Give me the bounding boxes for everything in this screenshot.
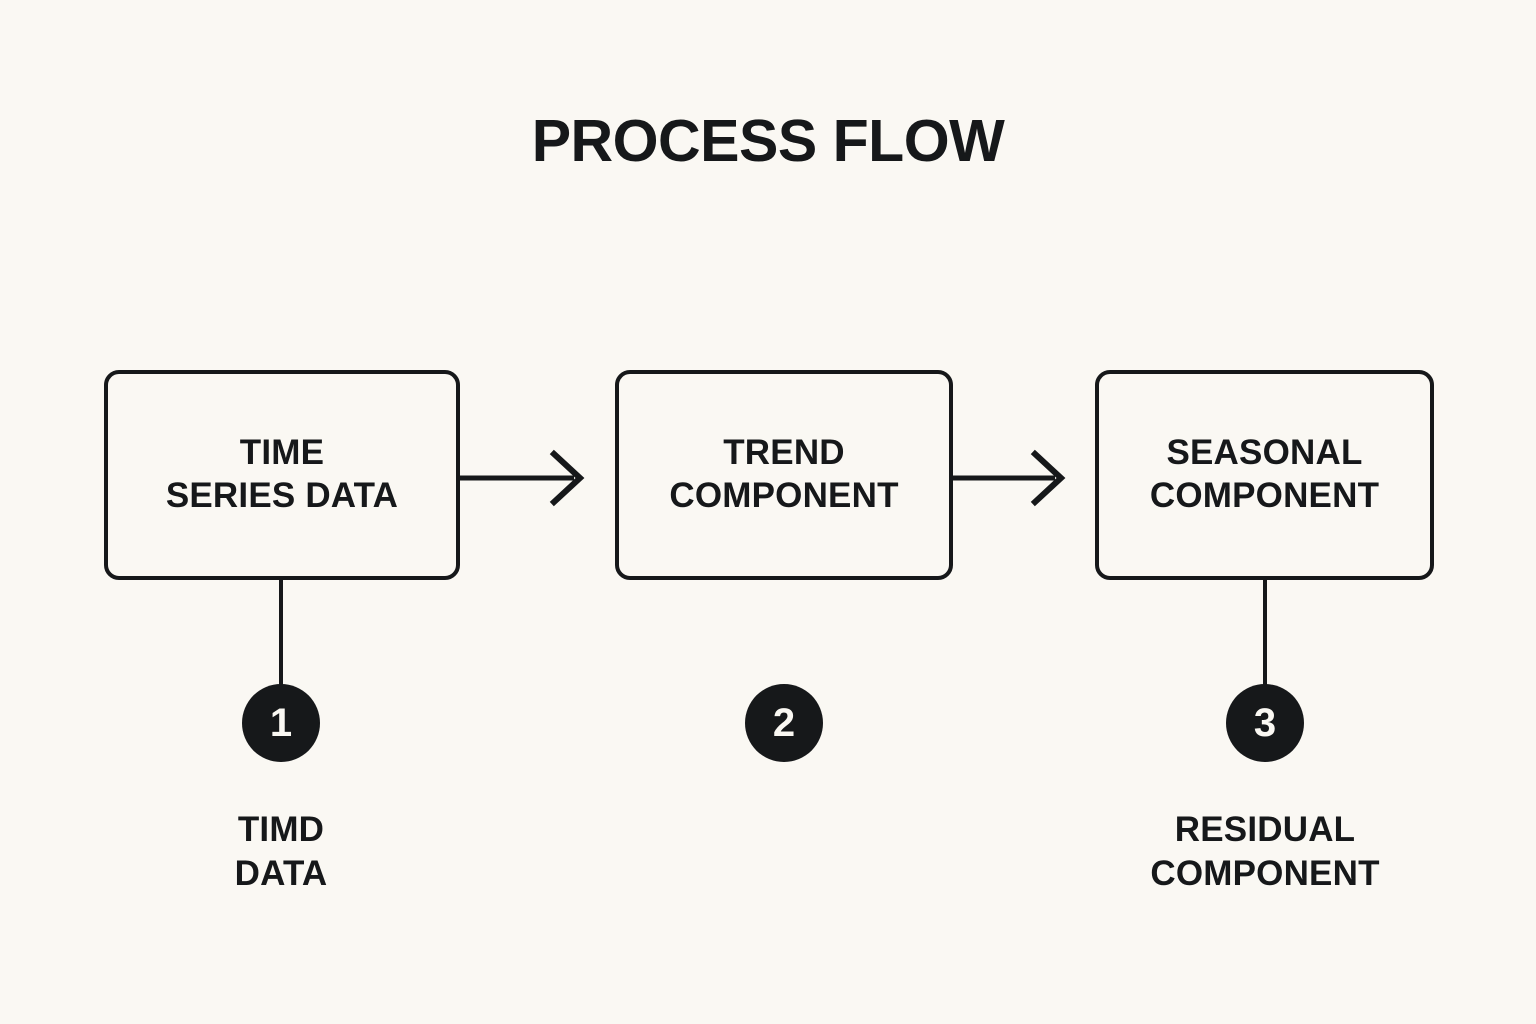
process-box-label: TREND COMPONENT [669, 433, 899, 515]
process-box-seasonal-component[interactable]: SEASONAL COMPONENT [1095, 370, 1434, 580]
step-number: 2 [772, 701, 796, 745]
step-number-badge-3[interactable]: 3 [1226, 684, 1304, 762]
step-number-badge-2[interactable]: 2 [745, 684, 823, 762]
step-caption: TIMD DATA [234, 810, 328, 893]
step-caption: RESIDUAL COMPONENT [1150, 810, 1380, 893]
connector-line [1263, 578, 1267, 686]
step-number: 1 [269, 701, 293, 745]
process-box-label: TIME SERIES DATA [165, 433, 399, 515]
process-box-label: SEASONAL COMPONENT [1149, 433, 1380, 515]
step-number-badge-1[interactable]: 1 [242, 684, 320, 762]
page-title: PROCESS FLOW [531, 108, 1005, 174]
step-number: 3 [1253, 701, 1277, 745]
connector-line [279, 578, 283, 686]
process-box-time-series-data[interactable]: TIME SERIES DATA [104, 370, 460, 580]
arrow-right-icon [951, 449, 1066, 507]
arrow-right-icon [458, 449, 585, 507]
process-box-trend-component[interactable]: TREND COMPONENT [615, 370, 953, 580]
